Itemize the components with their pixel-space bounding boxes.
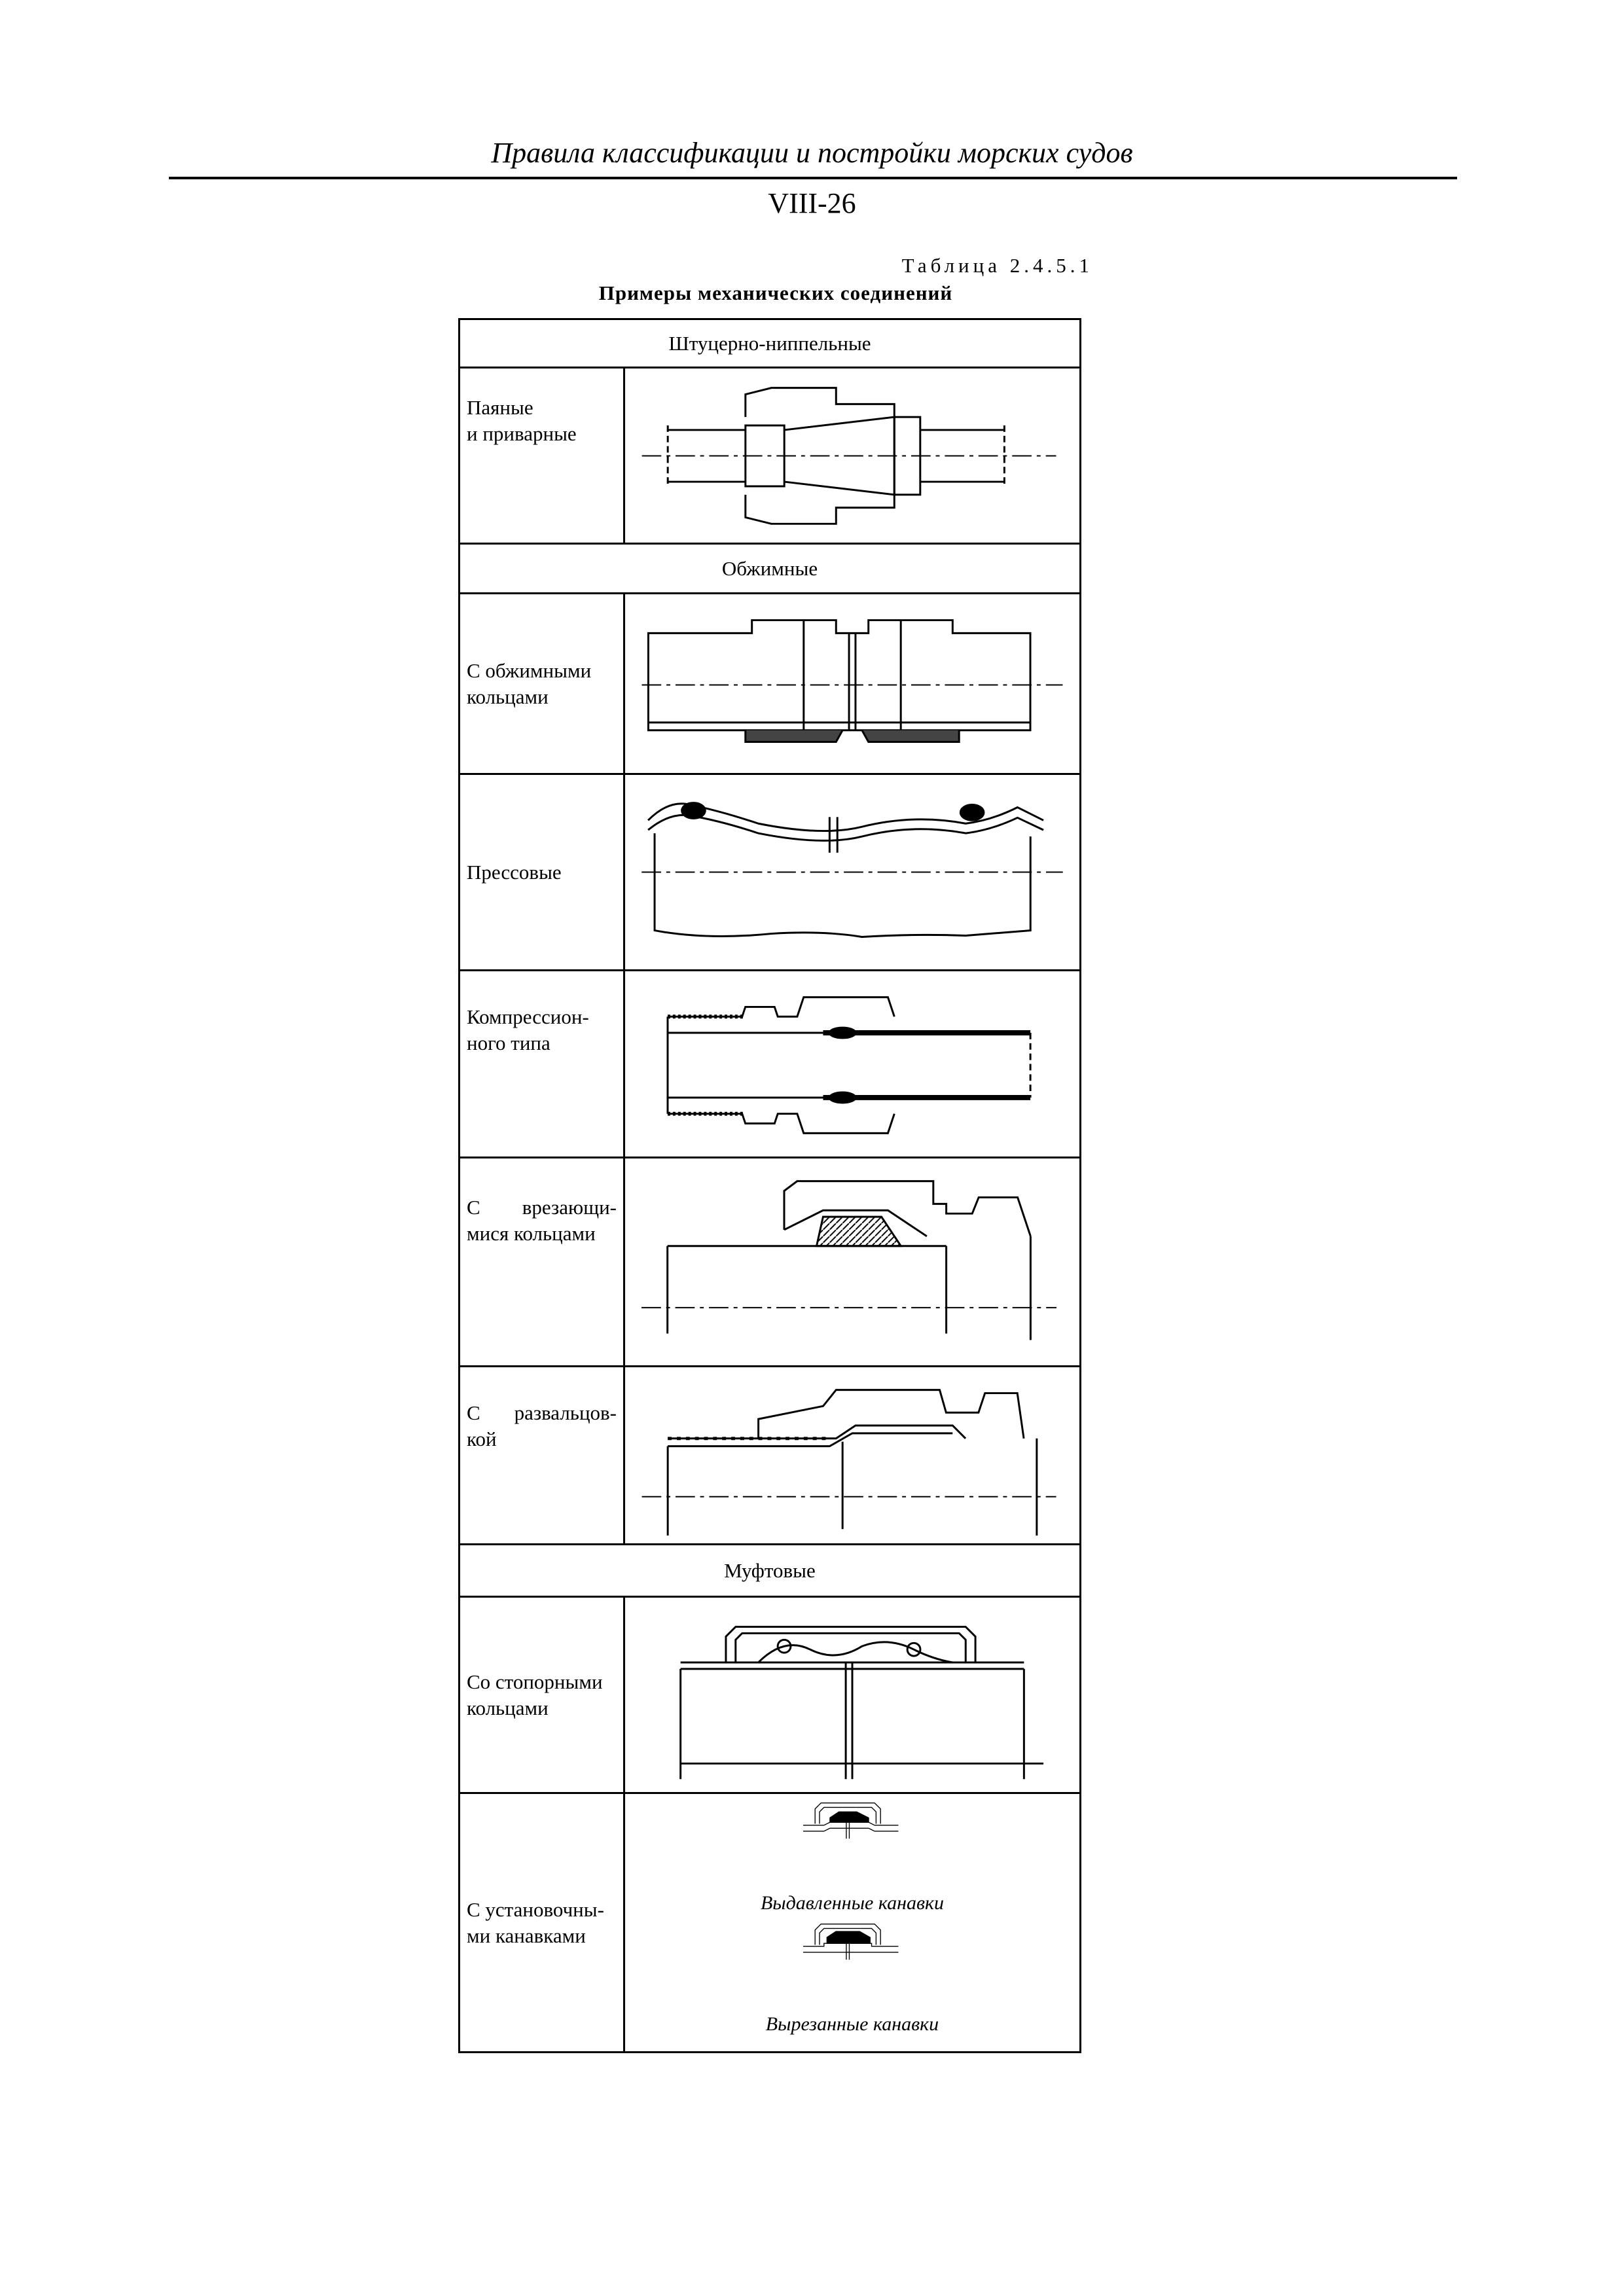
figure-cell bbox=[625, 1598, 1079, 1792]
groove-caption-pressed: Выдавленные канавки bbox=[760, 1892, 945, 1914]
figure-cell bbox=[625, 594, 1079, 773]
figure-cell bbox=[625, 971, 1079, 1157]
header-rule bbox=[169, 177, 1457, 179]
figure-cell bbox=[625, 1158, 1079, 1365]
section-row-compression: Обжимные bbox=[460, 543, 1079, 592]
locking-ring-figure bbox=[679, 1626, 1044, 1780]
flared-joint-figure bbox=[641, 1389, 1056, 1536]
table-number: Таблица 2.4.5.1 bbox=[901, 254, 1093, 277]
table-row: С развальцов-кой bbox=[460, 1365, 1079, 1543]
page-number: VIII-26 bbox=[768, 187, 856, 219]
section-label: Штуцерно-ниппельные bbox=[668, 331, 871, 355]
figure-cell bbox=[625, 775, 1079, 969]
crimp-ring-figure bbox=[641, 619, 1063, 744]
soldered-joint-figure bbox=[641, 387, 1056, 525]
section-row-coupling: Муфтовые bbox=[460, 1543, 1079, 1596]
figure-cell bbox=[625, 368, 1079, 543]
figure-cell bbox=[625, 1367, 1079, 1543]
biting-ring-figure bbox=[641, 1180, 1057, 1340]
row-label: С установочны-ми канавками bbox=[460, 1794, 625, 2051]
row-label: Компрессион-ного типа bbox=[460, 971, 625, 1157]
press-fitting-figure bbox=[641, 802, 1063, 938]
groove-caption-cut: Вырезанные канавки bbox=[765, 2013, 939, 2035]
section-label: Муфтовые bbox=[724, 1558, 816, 1582]
figure-cell: Выдавленные канавки Вырезанные канавки bbox=[625, 1794, 1079, 2051]
table-row: Компрессион-ного типа bbox=[460, 969, 1079, 1157]
groove-figure-pressed bbox=[803, 1802, 899, 1839]
running-header: Правила классификации и постройки морски… bbox=[491, 137, 1133, 169]
groove-figure-cut bbox=[803, 1923, 899, 1960]
table-row: Прессовые bbox=[460, 773, 1079, 969]
row-label: С развальцов-кой bbox=[460, 1367, 625, 1543]
row-label: С врезающи-мися кольцами bbox=[460, 1158, 625, 1365]
table-title: Примеры механических соединений bbox=[598, 281, 953, 304]
table-row: С врезающи-мися кольцами bbox=[460, 1157, 1079, 1365]
section-row-nipple: Штуцерно-ниппельные bbox=[460, 320, 1079, 367]
section-label: Обжимные bbox=[721, 556, 818, 580]
table-row: С установочны-ми канавками Выдавленные к… bbox=[460, 1792, 1079, 2051]
row-label: Прессовые bbox=[460, 775, 625, 969]
compression-fitting-figure bbox=[666, 996, 1032, 1134]
